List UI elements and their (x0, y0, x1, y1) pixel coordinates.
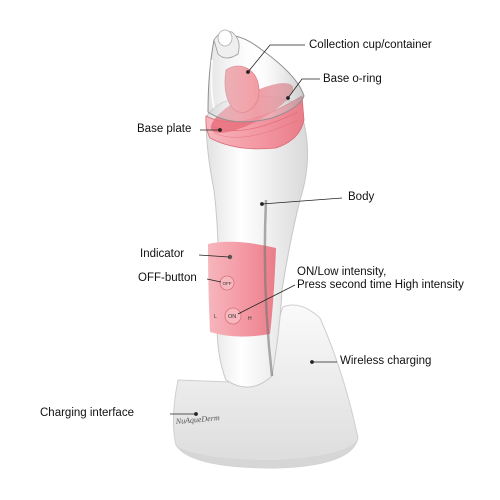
label-collection-cup: Collection cup/container (309, 39, 432, 51)
label-wireless-charging: Wireless charging (340, 355, 432, 367)
off-button[interactable] (219, 275, 235, 291)
indicator-light (227, 254, 233, 260)
label-on-low-intensity: ON/Low intensity, Press second time High… (297, 266, 464, 292)
label-on-low-line2: Press second time High intensity (297, 279, 464, 291)
label-indicator: Indicator (140, 248, 185, 260)
low-label: L (214, 314, 217, 320)
off-button-text: OFF (223, 281, 232, 286)
label-base-plate: Base plate (137, 123, 192, 135)
label-off-button: OFF-button (138, 272, 197, 284)
collection-cup (207, 29, 305, 123)
on-button-text: ON (228, 314, 236, 320)
high-label: H (248, 316, 252, 322)
label-base-oring: Base o-ring (323, 73, 382, 85)
label-body: Body (348, 191, 375, 203)
label-charging-interface: Charging interface (40, 407, 134, 419)
label-on-low-line1: ON/Low intensity, (297, 266, 387, 278)
brand-logo: NuAqueDerm (174, 413, 220, 426)
on-button[interactable] (224, 307, 242, 325)
